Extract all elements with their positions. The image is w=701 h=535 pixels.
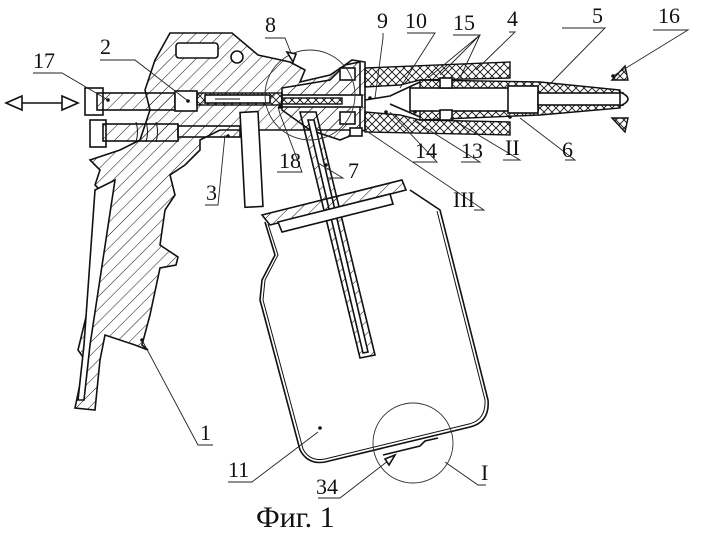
label-7: 7 — [348, 158, 359, 183]
label-3: 3 — [206, 180, 217, 205]
spring — [135, 121, 158, 143]
label-1: 1 — [200, 420, 211, 445]
label-34: 34 — [316, 474, 338, 499]
leader-lines — [33, 27, 690, 499]
valve-assembly — [84, 87, 283, 209]
tip-16-bottom — [610, 117, 629, 134]
label-13: 13 — [461, 138, 483, 163]
label-2: 2 — [100, 34, 111, 59]
label-4: 4 — [507, 6, 518, 31]
label-I: I — [481, 460, 488, 485]
container-assembly — [259, 111, 489, 464]
trigger-lever — [239, 110, 264, 209]
valve-34 — [382, 437, 439, 456]
label-8: 8 — [265, 12, 276, 37]
figure-caption: Фиг. 1 — [256, 501, 335, 534]
label-III: III — [453, 187, 475, 212]
outer-shell-4-bottom — [364, 111, 511, 136]
label-16: 16 — [658, 3, 680, 28]
label-10: 10 — [405, 8, 427, 33]
double-arrow-icon — [4, 94, 80, 112]
callout-circle-III — [264, 49, 356, 141]
callout-circle-I — [372, 402, 454, 484]
label-17: 17 — [33, 48, 55, 73]
container-11 — [259, 189, 489, 464]
body-hole — [230, 50, 244, 64]
label-14: 14 — [415, 138, 437, 163]
label-6: 6 — [562, 137, 573, 162]
needle-3 — [177, 125, 241, 138]
spray-channels — [364, 81, 421, 118]
label-11: 11 — [228, 457, 249, 482]
label-9: 9 — [377, 8, 388, 33]
label-15: 15 — [453, 10, 475, 35]
container-lid — [260, 179, 408, 226]
label-5: 5 — [592, 3, 603, 28]
label-II: II — [505, 135, 520, 160]
label-18: 18 — [279, 148, 301, 173]
body-slot — [175, 42, 219, 59]
